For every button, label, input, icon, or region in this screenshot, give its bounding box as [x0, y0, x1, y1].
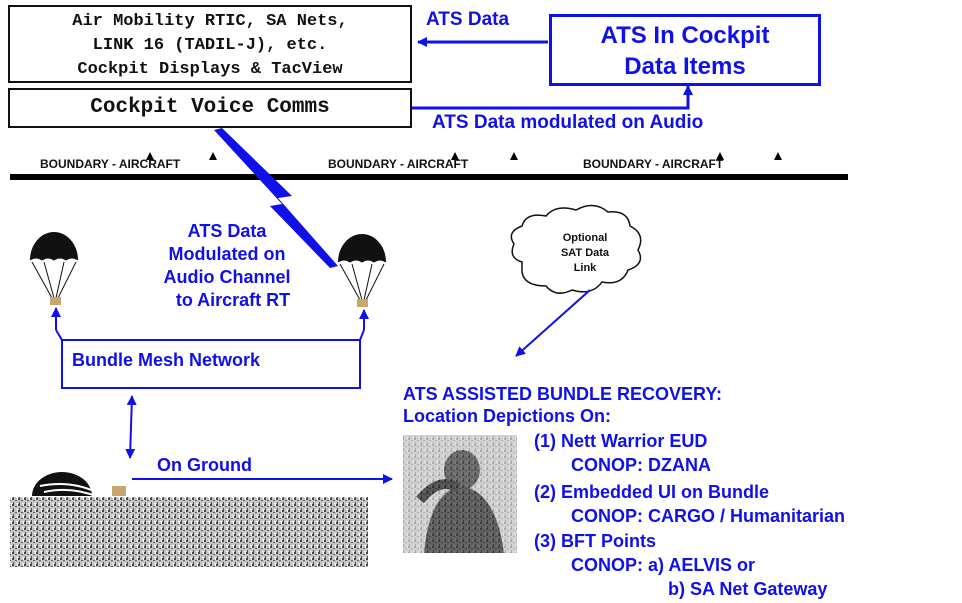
recovery-item1: (1) Nett Warrior EUD: [534, 431, 708, 451]
ats-channel-line2: Modulated on: [168, 244, 286, 264]
ats-data-label: ATS Data: [426, 9, 510, 30]
recovery-subtitle: Location Depictions On:: [403, 406, 612, 426]
ats-channel-line3: Audio Channel: [163, 267, 291, 287]
boundary-label-3: BOUNDARY - AIRCRAFT: [583, 157, 724, 171]
ats-cockpit-line1: ATS In Cockpit: [600, 22, 770, 49]
sat-link-text: Optional SAT Data Link: [540, 231, 630, 276]
terrain-image: [10, 497, 368, 567]
ats-channel-line4: to Aircraft RT: [175, 290, 291, 310]
aircraft-boundary-line: [10, 174, 848, 180]
ats-channel-text: ATS Data Modulated on Audio Channel to A…: [112, 220, 342, 312]
voice-comms-label: Cockpit Voice Comms: [90, 96, 330, 119]
parachute-left-icon: [29, 232, 79, 305]
recovery-item2: (2) Embedded UI on Bundle: [534, 482, 770, 502]
sat-link-arrow: [515, 289, 591, 357]
recovery-title: ATS ASSISTED BUNDLE RECOVERY:: [403, 384, 723, 404]
sat-cloud-icon: [510, 204, 642, 294]
sat-link-line3: Link: [573, 262, 597, 274]
mesh-network-box: [61, 339, 361, 389]
audio-to-cockpit-arrow: [412, 85, 693, 110]
recovery-item3-conop-b: b) SA Net Gateway: [668, 579, 828, 599]
recovery-item2-conop: CONOP: CARGO / Humanitarian: [571, 506, 846, 526]
soldier-photo: [403, 435, 517, 553]
recovery-item1-conop: CONOP: DZANA: [571, 455, 711, 475]
cockpit-displays-line1: Air Mobility RTIC, SA Nets,: [72, 12, 348, 31]
boundary-label-1: BOUNDARY - AIRCRAFT: [40, 157, 181, 171]
mesh-network-label: Bundle Mesh Network: [72, 350, 261, 370]
cockpit-displays-line2: LINK 16 (TADIL-J), etc.: [92, 36, 328, 55]
ats-modulated-label: ATS Data modulated on Audio: [432, 112, 704, 133]
ats-channel-line1: ATS Data: [187, 221, 267, 241]
cockpit-displays-box: Air Mobility RTIC, SA Nets, LINK 16 (TAD…: [8, 5, 412, 83]
parachute-right-icon: [337, 234, 387, 307]
ats-cockpit-items-box: ATS In Cockpit Data Items: [549, 14, 821, 86]
sat-link-line2: SAT Data: [560, 247, 610, 259]
cockpit-displays-line3: Cockpit Displays & TacView: [77, 60, 343, 79]
on-ground-label: On Ground: [157, 455, 252, 475]
boundary-markers: [146, 152, 782, 160]
ats-cockpit-line2: Data Items: [624, 53, 746, 80]
mesh-to-ground-arrow: [125, 395, 137, 459]
radio-link-lightning: [214, 128, 338, 268]
recovery-item3: (3) BFT Points: [534, 531, 656, 551]
voice-comms-box: Cockpit Voice Comms: [8, 88, 412, 128]
recovery-item3-conop-a: CONOP: a) AELVIS or: [571, 555, 756, 575]
landed-parachute-icon: [32, 472, 126, 498]
boundary-label-2: BOUNDARY - AIRCRAFT: [328, 157, 469, 171]
sat-link-line1: Optional: [562, 232, 608, 244]
